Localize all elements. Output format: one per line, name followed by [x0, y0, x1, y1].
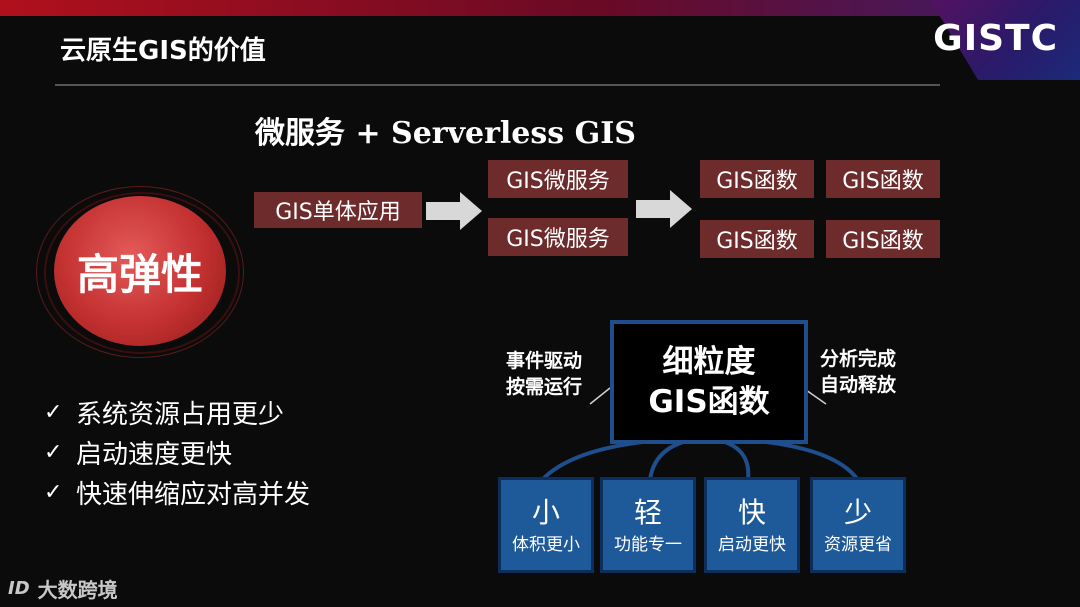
tile-caption: 启动更快	[718, 535, 786, 555]
benefit-text: 快速伸缩应对高并发	[76, 479, 311, 510]
tile-caption: 体积更小	[512, 535, 580, 555]
center-line-2: GIS函数	[648, 384, 770, 420]
label-line: 事件驱动	[506, 350, 583, 372]
function-box-1: GIS函数	[700, 160, 814, 198]
label-line: 按需运行	[506, 376, 583, 398]
tile-less: 少 资源更省	[810, 477, 906, 573]
tile-title: 小	[531, 496, 560, 529]
benefit-text: 启动速度更快	[76, 439, 233, 470]
checkmark-icon: ✓	[44, 439, 63, 465]
microservice-box-2: GIS微服务	[488, 218, 628, 256]
tile-title: 快	[737, 496, 766, 529]
benefits-list: ✓ 系统资源占用更少 ✓ 启动速度更快 ✓ 快速伸缩应对高并发	[44, 392, 310, 512]
checkmark-icon: ✓	[44, 479, 63, 505]
tile-fast: 快 启动更快	[704, 477, 800, 573]
auto-release-label: 分析完成 自动释放	[820, 346, 896, 398]
watermark-logo-icon: ID	[8, 578, 30, 599]
title-divider	[55, 84, 940, 86]
page-title: 云原生GIS的价值	[60, 36, 266, 66]
function-box-2: GIS函数	[826, 160, 940, 198]
benefit-item: ✓ 启动速度更快	[44, 432, 310, 472]
footer-watermark: ID 大数跨境	[8, 574, 118, 603]
watermark-text: 大数跨境	[37, 578, 118, 602]
event-driven-label: 事件驱动 按需运行	[506, 348, 582, 400]
function-box-3: GIS函数	[700, 220, 814, 258]
elasticity-circle: 高弹性	[54, 196, 226, 346]
checkmark-icon: ✓	[44, 399, 63, 425]
tile-caption: 功能专一	[614, 535, 682, 555]
center-line-1: 细粒度	[662, 344, 756, 380]
right-arrow-icon	[426, 192, 482, 230]
tile-light: 轻 功能专一	[600, 477, 696, 573]
function-box-4: GIS函数	[826, 220, 940, 258]
tile-caption: 资源更省	[824, 535, 892, 555]
microservice-box-1: GIS微服务	[488, 160, 628, 198]
tile-small: 小 体积更小	[498, 477, 594, 573]
tile-title: 轻	[633, 496, 662, 529]
benefit-text: 系统资源占用更少	[76, 399, 285, 430]
benefit-item: ✓ 系统资源占用更少	[44, 392, 310, 432]
circle-inner-ring	[44, 192, 240, 354]
tile-title: 少	[843, 496, 872, 529]
top-band	[0, 0, 1080, 18]
circle-outer-ring	[36, 186, 244, 358]
fine-grained-function-box: 细粒度 GIS函数	[610, 320, 808, 444]
subtitle: 微服务 + Serverless GIS	[255, 116, 636, 151]
right-arrow-icon	[636, 190, 692, 228]
header-background	[0, 16, 940, 80]
gistc-logo: GISTC	[933, 18, 1058, 59]
label-line: 自动释放	[820, 374, 897, 396]
benefit-item: ✓ 快速伸缩应对高并发	[44, 472, 310, 512]
label-line: 分析完成	[820, 348, 897, 370]
monolith-box: GIS单体应用	[254, 192, 422, 228]
